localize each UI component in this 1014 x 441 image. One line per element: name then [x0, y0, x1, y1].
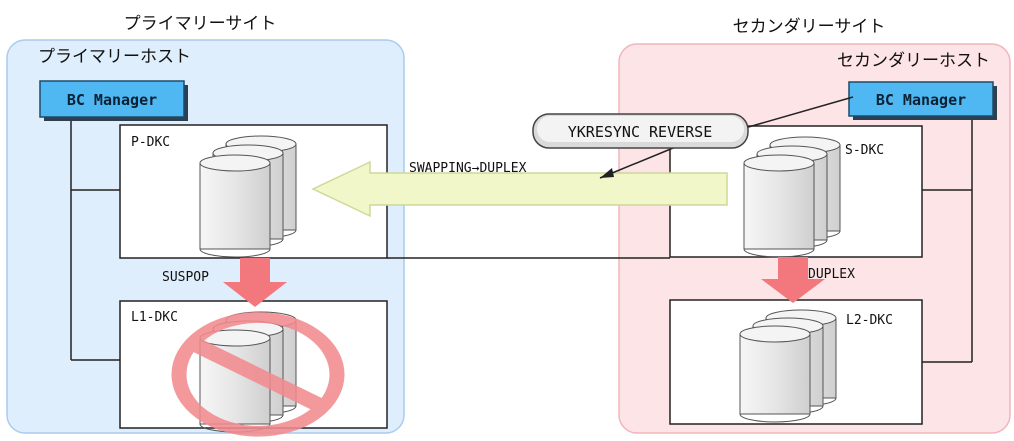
l1-dkc-label: L1-DKC	[131, 310, 178, 325]
l2-dkc-disk-stack	[739, 309, 837, 423]
primary-bc-manager-label: BC Manager	[67, 91, 157, 109]
p-dkc-disk-stack	[199, 135, 297, 258]
p-dkc-label: P-DKC	[131, 135, 170, 150]
disk-icon	[199, 154, 271, 258]
primary-bc-manager: BC Manager	[39, 80, 188, 121]
swap-direction-arrow	[311, 160, 728, 218]
l2-dkc-label: L2-DKC	[846, 313, 893, 328]
forbidden-icon	[171, 312, 345, 437]
command-callout: YKRESYNC REVERSE	[532, 96, 854, 179]
primary-host-label: プライマリーホスト	[38, 47, 191, 67]
disk-icon	[743, 154, 815, 258]
secondary-site-title: セカンダリーサイト	[733, 17, 886, 37]
suspop-label: SUSPOP	[162, 270, 209, 285]
primary-site-title: プライマリーサイト	[124, 14, 277, 34]
command-label: YKRESYNC REVERSE	[568, 123, 713, 141]
secondary-host-label: セカンダリーホスト	[837, 51, 990, 71]
swap-status-label: SWAPPING→DUPLEX	[409, 161, 527, 176]
connection-lines	[70, 118, 973, 363]
suspop-down-arrow	[223, 258, 287, 307]
duplex-down-arrow	[761, 257, 825, 303]
disk-icon	[739, 325, 811, 423]
secondary-bc-manager: BC Manager	[848, 81, 997, 120]
secondary-bc-manager-label: BC Manager	[876, 91, 966, 109]
callout-arrowhead-icon	[600, 168, 614, 178]
duplex-label: DUPLEX	[808, 267, 855, 282]
s-dkc-label: S-DKC	[845, 143, 884, 158]
s-dkc-disk-stack	[743, 136, 841, 258]
